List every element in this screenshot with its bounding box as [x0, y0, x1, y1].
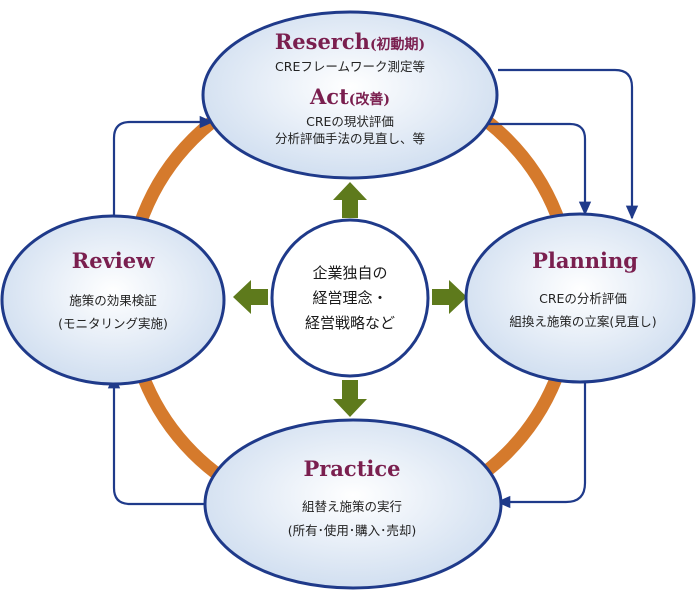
act-text-2: 分析評価手法の見直し、等 [275, 131, 425, 146]
research-title: Reserch(初動期) [275, 29, 425, 54]
green-arrow-left [233, 280, 268, 314]
planning-title: Planning [532, 248, 638, 273]
green-arrow-up [333, 182, 367, 218]
green-arrow-down [333, 380, 367, 417]
practice-text-1: 組替え施策の実行 [302, 499, 402, 514]
core-line-2: 経営理念・ [312, 289, 387, 307]
planning-text-1: CREの分析評価 [539, 291, 627, 306]
connector-act-to-planning [487, 122, 592, 216]
core-philosophy-circle: 企業独自の 経営理念・ 経営戦略など [270, 218, 430, 378]
green-arrow-right [432, 280, 467, 314]
review-text-2: (モニタリング実施) [58, 316, 168, 331]
research-act-node: Reserch(初動期) CREフレームワーク測定等 Act(改善) CREの現… [201, 10, 499, 180]
review-title: Review [72, 248, 155, 273]
practice-node: Practice 組替え施策の実行 (所有･使用･購入･売却) [203, 418, 503, 590]
research-text: CREフレームワーク測定等 [275, 59, 425, 74]
review-text-1: 施策の効果検証 [69, 293, 157, 308]
core-line-3: 経営戦略など [305, 314, 395, 332]
connector-practice-to-review [107, 374, 211, 506]
review-node: Review 施策の効果検証 (モニタリング実施) [0, 214, 226, 386]
planning-node: Planning CREの分析評価 組換え施策の立案(見直し) [464, 212, 696, 384]
connector-research-to-planning [498, 68, 639, 220]
core-line-1: 企業独自の [312, 264, 387, 282]
act-title: Act(改善) [309, 84, 390, 109]
practice-title: Practice [303, 456, 400, 481]
connector-review-to-research [112, 115, 214, 226]
connector-planning-to-practice [496, 382, 587, 509]
act-text-1: CREの現状評価 [306, 114, 394, 129]
planning-text-2: 組換え施策の立案(見直し) [509, 314, 656, 329]
practice-text-2: (所有･使用･購入･売却) [288, 523, 417, 538]
